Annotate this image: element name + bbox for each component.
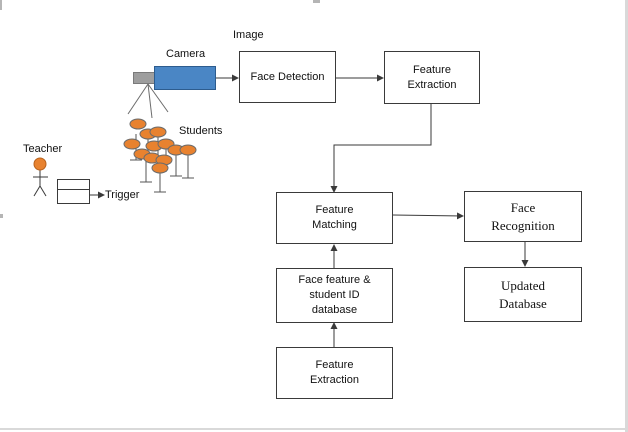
arrow-matching-to-recognition [392, 212, 464, 220]
label-image: Image [233, 29, 264, 41]
label-trigger: Trigger [105, 189, 140, 201]
box-feature-matching: Feature Matching [276, 192, 393, 244]
frame-right-mark [625, 0, 628, 432]
box-feature-extraction-bottom: Feature Extraction [276, 347, 393, 399]
box-feature-extraction-bottom-label: Feature Extraction [310, 359, 359, 386]
label-students: Students [179, 125, 223, 137]
box-feature-extraction-top: Feature Extraction [384, 51, 480, 104]
students-icon [123, 118, 197, 193]
box-database-label: Face feature & student ID database [298, 274, 371, 316]
label-teacher: Teacher [23, 143, 63, 155]
label-camera: Camera [166, 48, 206, 60]
box-face-detection: Face Detection [239, 51, 336, 103]
camera-lens [133, 72, 155, 84]
camera-body [154, 66, 216, 90]
box-updated-database-label: Updated Database [499, 277, 547, 311]
frame-top-left-mark [0, 0, 2, 10]
teacher-figure [33, 170, 48, 197]
box-feature-matching-label: Feature Matching [312, 204, 357, 231]
box-face-recognition: Face Recognition [464, 191, 582, 242]
box-updated-database: Updated Database [464, 267, 582, 322]
camera-tripod [127, 83, 169, 119]
box-database: Face feature & student ID database [276, 268, 393, 323]
box-face-detection-label: Face Detection [250, 70, 325, 83]
frame-bottom-mark [0, 428, 628, 430]
box-feature-extraction-top-label: Feature Extraction [407, 63, 457, 91]
arrow-extraction-to-matching [330, 104, 432, 193]
trigger-device [57, 179, 90, 204]
trigger-device-line [57, 189, 90, 190]
box-face-recognition-label: Face Recognition [491, 199, 555, 233]
teacher-head [33, 157, 47, 171]
frame-top-mark [313, 0, 320, 3]
frame-left-mark [0, 214, 3, 218]
